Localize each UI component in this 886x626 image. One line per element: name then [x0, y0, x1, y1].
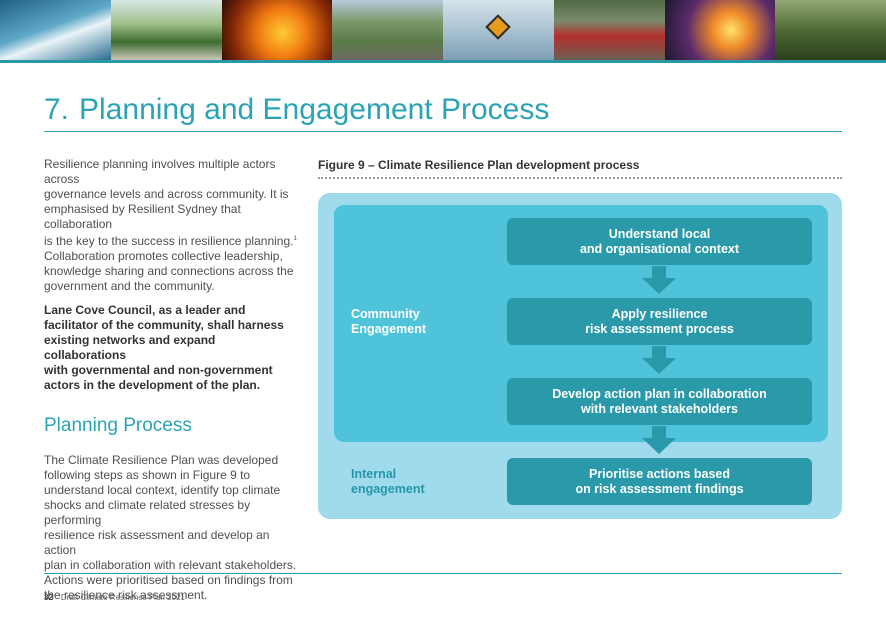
text-line: The Climate Resilience Plan was develope…	[44, 453, 279, 467]
text-line: shocks and climate related stresses by p…	[44, 498, 251, 527]
step-line: on risk assessment findings	[575, 481, 744, 496]
page-title: 7. Planning and Engagement Process	[44, 93, 549, 127]
step-line: with relevant stakeholders	[580, 401, 738, 416]
page-number: 32	[44, 593, 53, 602]
text-line: is the key to the success in resilience …	[44, 234, 294, 248]
text-line: governance levels and across community. …	[44, 187, 289, 201]
body-column: Resilience planning involves multiple ac…	[44, 157, 300, 603]
text-line: knowledge sharing and connections across…	[44, 264, 294, 278]
flood-sign-photo	[443, 0, 554, 60]
step-action-plan: Develop action plan in collaboration wit…	[507, 378, 812, 425]
text-line: Actions were prioritised based on findin…	[44, 573, 293, 587]
warning-sign-icon	[485, 14, 512, 40]
text-line: government and the community.	[44, 279, 215, 293]
planning-process-heading: Planning Process	[44, 415, 192, 436]
down-arrow-icon	[642, 426, 676, 454]
step-prioritise-actions: Prioritise actions based on risk assessm…	[507, 458, 812, 505]
down-arrow-icon	[642, 266, 676, 294]
page-footer: 32 Draft Climate Resilience Plan 2021	[44, 593, 185, 602]
step-line: Apply resilience	[611, 306, 708, 321]
intro-paragraph: Resilience planning involves multiple ac…	[44, 157, 300, 294]
text-line: resilience risk assessment and develop a…	[44, 528, 270, 557]
down-arrow-icon	[642, 346, 676, 374]
label-line: Internal	[351, 467, 397, 481]
banner-divider	[0, 60, 886, 63]
text-line: actors in the development of the plan.	[44, 378, 261, 392]
step-line: Understand local	[608, 226, 711, 241]
step-risk-assessment: Apply resilience risk assessment process	[507, 298, 812, 345]
document-title: Draft Climate Resilience Plan 2021	[60, 593, 185, 602]
section-number: 7.	[44, 93, 70, 126]
text-line: with governmental and non-government	[44, 363, 273, 377]
lightning-storm-photo	[664, 0, 776, 60]
label-line: Community	[351, 307, 420, 321]
bushfire-photo	[221, 0, 333, 60]
title-divider	[44, 131, 842, 132]
step-understand-context: Understand local and organisational cont…	[507, 218, 812, 265]
caption-dotted-rule	[318, 177, 842, 179]
green-building-photo	[332, 0, 443, 60]
figure-caption: Figure 9 – Climate Resilience Plan devel…	[318, 158, 640, 172]
text-line: Collaboration promotes collective leader…	[44, 249, 283, 263]
council-statement: Lane Cove Council, as a leader and facil…	[44, 303, 300, 393]
planning-paragraph: The Climate Resilience Plan was develope…	[44, 453, 300, 603]
section-title: Planning and Engagement Process	[79, 93, 550, 126]
step-line: Develop action plan in collaboration	[552, 386, 767, 401]
step-line: risk assessment process	[585, 321, 734, 336]
text-line: emphasised by Resilient Sydney that coll…	[44, 202, 241, 231]
step-line: and organisational context	[579, 241, 740, 256]
text-line: the resilience risk assessment.	[44, 588, 208, 602]
text-line: plan in collaboration with relevant stak…	[44, 558, 297, 572]
flood-house-photo	[110, 0, 222, 60]
text-line: facilitator of the community, shall harn…	[44, 318, 284, 332]
footer-divider	[44, 573, 842, 574]
community-engagement-label: Community Engagement	[351, 307, 426, 337]
text-line: understand local context, identify top c…	[44, 483, 281, 497]
rainforest-photo	[775, 0, 886, 60]
label-line: engagement	[351, 482, 425, 496]
text-line: Resilience planning involves multiple ac…	[44, 157, 276, 186]
footnote-marker[interactable]: 1	[293, 236, 297, 242]
text-line: following steps as shown in Figure 9 to	[44, 468, 251, 482]
label-line: Engagement	[351, 322, 427, 336]
text-line: existing networks and expand collaborati…	[44, 333, 216, 362]
flood-car-photo	[553, 0, 665, 60]
step-line: Prioritise actions based	[588, 466, 731, 481]
header-banner	[0, 0, 886, 60]
text-line: Lane Cove Council, as a leader and	[44, 303, 246, 317]
internal-engagement-label: Internal engagement	[351, 467, 425, 497]
wave-photo	[0, 0, 111, 60]
